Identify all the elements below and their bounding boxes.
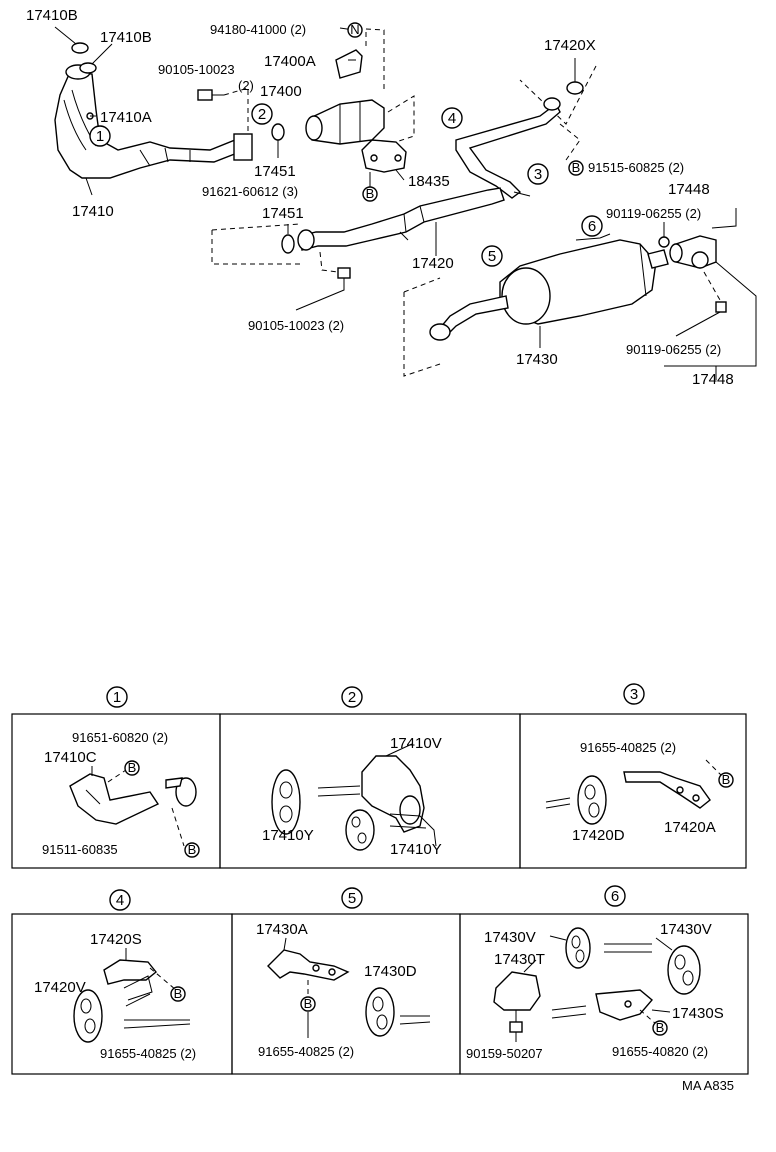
label-91655-d6: 91655-40820 (2) (612, 1044, 708, 1059)
label-17420a: 17420A (664, 819, 716, 836)
detail-callouts-row2: 4 5 6 (109, 885, 626, 911)
label-18435: 18435 (408, 173, 450, 190)
bolt-90105-lower (295, 251, 351, 311)
label-17420: 17420 (412, 255, 454, 272)
label-17400: 17400 (260, 83, 302, 100)
label-91651: 91651-60820 (2) (72, 730, 168, 745)
callout-label: 3 (630, 686, 638, 703)
callout-3: 3 (534, 166, 542, 183)
callout-2: 2 (258, 106, 266, 123)
label-17430v-b: 17430V (660, 921, 712, 938)
callout-label: B (304, 996, 313, 1011)
label-17410y-b: 17410Y (390, 841, 442, 858)
label-17448-a: 17448 (668, 181, 710, 198)
exhaust-manifold-17410 (54, 64, 253, 179)
gasket-17420x (566, 81, 584, 95)
callout-6: 6 (588, 218, 596, 235)
callout-label: 2 (348, 689, 356, 706)
label-17410b-a: 17410B (26, 7, 78, 24)
callout-label: 4 (116, 892, 124, 909)
callout-label: B (174, 986, 183, 1001)
label-17410a: 17410A (100, 109, 152, 126)
label-90159: 90159-50207 (466, 1046, 543, 1061)
label-17420s: 17420S (90, 931, 142, 948)
label-17430t: 17430T (494, 951, 545, 968)
callout-b-91515: B (572, 160, 581, 175)
label-90105-top-qty: (2) (238, 78, 254, 93)
label-17430v-a: 17430V (484, 929, 536, 946)
label-91655-d3: 91655-40825 (2) (580, 740, 676, 755)
detail-4-hanger: B 17420S 17420V 91655-40825 (2) (34, 931, 196, 1061)
callout-label: B (722, 772, 731, 787)
label-17430: 17430 (516, 351, 558, 368)
detail-callouts-row1: 1 2 3 (106, 683, 645, 708)
label-17410v: 17410V (390, 735, 442, 752)
label-17451-b: 17451 (262, 205, 304, 222)
callout-label: B (656, 1020, 665, 1035)
label-90119-b: 90119-06255 (2) (626, 342, 721, 357)
callout-label: B (128, 760, 137, 775)
callout-b-91621: B (366, 186, 375, 201)
callout-4: 4 (448, 110, 456, 127)
label-17410c: 17410C (44, 749, 97, 766)
center-pipe-17420 (297, 187, 505, 251)
footer-code: MA A835 (682, 1078, 734, 1093)
callout-1: 1 (96, 128, 104, 145)
tail-pipe-17448 (658, 208, 757, 380)
callout-label: B (188, 842, 197, 857)
detail-2-hangers: 17410V 17410Y 17410Y (262, 735, 442, 858)
label-90105-top: 90105-10023 (158, 62, 235, 77)
bracket-18435 (361, 139, 407, 173)
catalytic-converter-17400 (305, 95, 415, 145)
bolt-90105 (197, 87, 249, 132)
gasket-17451-lower (281, 234, 295, 254)
label-17420v: 17420V (34, 979, 86, 996)
label-17451-a: 17451 (254, 163, 296, 180)
detail-5-hanger: B 17430A 17430D 91655-40825 (2) (256, 921, 431, 1059)
label-17410: 17410 (72, 203, 114, 220)
callout-n: N (350, 22, 359, 37)
label-17430d: 17430D (364, 963, 417, 980)
label-17448-b: 17448 (692, 371, 734, 388)
callout-label: 6 (611, 888, 619, 905)
label-17400a: 17400A (264, 53, 316, 70)
label-91515: 91515-60825 (2) (588, 160, 684, 175)
label-17420x: 17420X (544, 37, 596, 54)
label-17430a: 17430A (256, 921, 308, 938)
label-17430s: 17430S (672, 1005, 724, 1022)
label-94180: 94180-41000 (2) (210, 22, 306, 37)
muffler-17430 (429, 233, 669, 341)
label-17420d: 17420D (572, 827, 625, 844)
callouts-main: 1 2 3 4 5 6 N B B (89, 22, 603, 267)
label-90105-bot: 90105-10023 (2) (248, 318, 344, 333)
label-17410b-b: 17410B (100, 29, 152, 46)
label-90119-a: 90119-06255 (2) (606, 206, 701, 221)
detail-6-hangers: B 17430V 17430V 17430T 17430S 90159-5020… (466, 921, 724, 1061)
callout-label: 1 (113, 689, 121, 706)
label-91655-d4: 91655-40825 (2) (100, 1046, 196, 1061)
label-91511: 91511-60835 (42, 842, 118, 857)
label-17410y-a: 17410Y (262, 827, 314, 844)
label-91621: 91621-60612 (3) (202, 184, 298, 199)
detail-box-6 (459, 913, 749, 1075)
label-91655-d5: 91655-40825 (2) (258, 1044, 354, 1059)
main-labels: 17410B 17410B 17410A 17410 94180-41000 (… (26, 7, 734, 388)
callout-label: 5 (348, 890, 356, 907)
callout-5: 5 (488, 248, 496, 265)
heat-insulator-17400a (335, 49, 363, 79)
detail-box-3 (519, 713, 747, 869)
detail-1-heat-insulator: B B 91651-60820 (2) 17410C 91511-60835 (42, 730, 200, 858)
gasket-17451 (271, 123, 285, 141)
detail-3-hanger: B 91655-40825 (2) 17420D 17420A (545, 740, 734, 844)
